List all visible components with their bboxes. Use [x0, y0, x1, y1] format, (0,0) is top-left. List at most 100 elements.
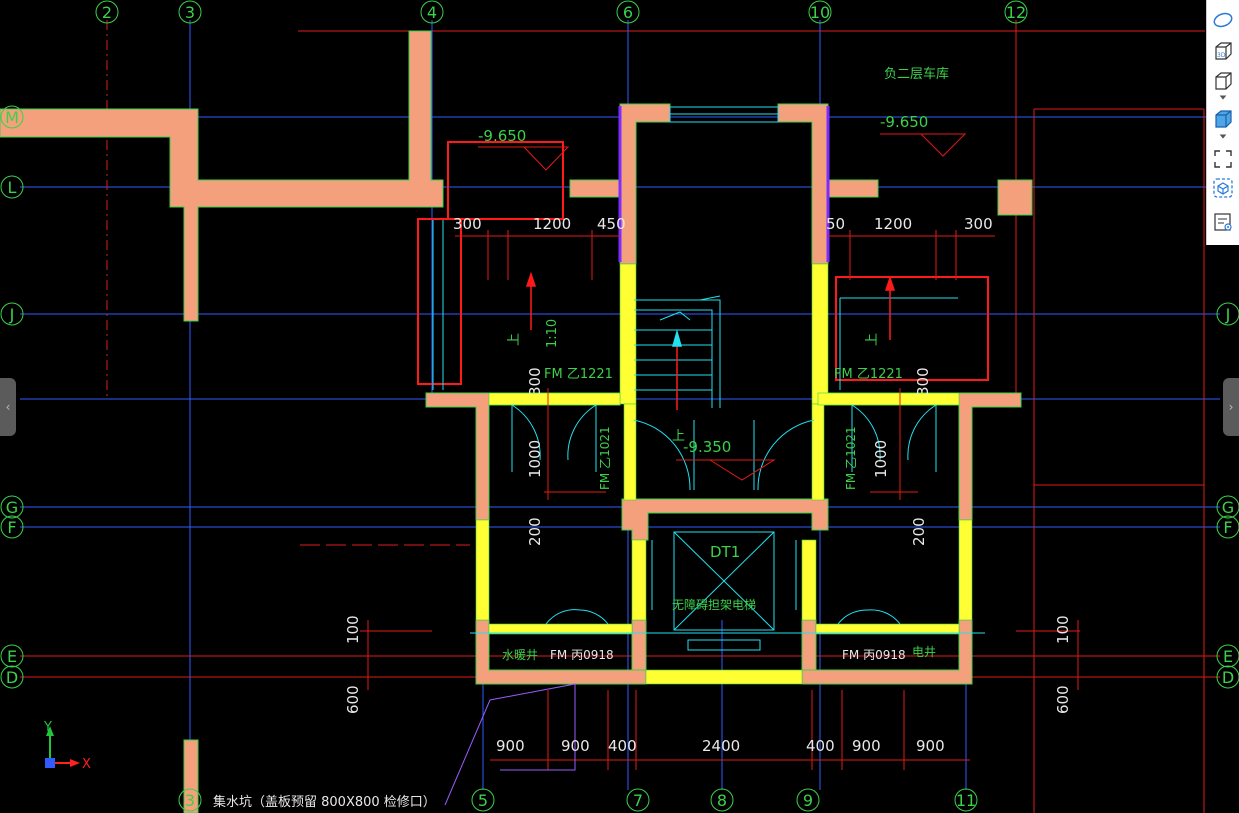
grid-label-right-D: D [1222, 668, 1234, 687]
view-toolbar: 3D [1206, 0, 1239, 245]
elevation-right: -9.650 [880, 113, 928, 131]
dim-v300-right: 300 [914, 367, 932, 396]
dim-50: 50 [826, 215, 845, 233]
zoom-extents-button[interactable] [1211, 148, 1235, 170]
view-cube-icon [1213, 178, 1233, 198]
dim-v100-left: 100 [344, 615, 362, 644]
grid-label-top-4: 4 [427, 3, 437, 22]
grid-label-top-6: 6 [623, 3, 633, 22]
grid-label-top-3: 3 [185, 3, 195, 22]
chevron-down-icon [1219, 95, 1227, 100]
ucs-axis-icon [45, 726, 80, 768]
right-panel-handle[interactable]: › [1223, 378, 1239, 436]
grid-label-left-L: L [8, 178, 17, 197]
red-arrows [525, 271, 896, 410]
dim-b900-1: 900 [496, 737, 525, 755]
dimension-lines [360, 230, 1080, 770]
grid-label-bottom-7: 7 [633, 791, 643, 810]
svg-text:3D: 3D [1217, 52, 1226, 59]
dim-v1000-right: 1000 [872, 440, 890, 478]
orbit-button[interactable] [1211, 8, 1235, 30]
zoom-extents-icon [1214, 150, 1232, 168]
view-cube-button[interactable] [1211, 177, 1235, 199]
dim-1200-left: 1200 [533, 215, 571, 233]
dim-b400-1: 400 [608, 737, 637, 755]
dim-v300-left: 300 [526, 367, 544, 396]
elevator-name: 无障碍担架电梯 [672, 597, 756, 612]
purple-leader [444, 683, 576, 806]
view-3d-icon: 3D [1215, 42, 1232, 60]
door-right-side: FM 乙1021 [844, 426, 858, 490]
grid-label-right-J: J [1225, 305, 1231, 324]
grid-label-top-12: 12 [1006, 3, 1026, 22]
axis-x-label: X [82, 757, 91, 772]
door-right-small: FM 丙0918 [842, 648, 906, 662]
shaded-cube-icon [1215, 110, 1232, 128]
grid-label-bottom-11: 11 [956, 791, 976, 810]
axis-y-label: Y [43, 720, 52, 735]
grid-label-bottom-5: 5 [478, 791, 488, 810]
shaft-left-label: 水暖井 [502, 648, 538, 662]
door-left-side: FM 乙1021 [598, 426, 612, 490]
grid-label-left-E: E [7, 647, 17, 666]
dim-v200-right: 200 [910, 517, 928, 546]
grid-label-right-F: F [1223, 518, 1232, 537]
cube-view-dropdown[interactable] [1211, 92, 1235, 104]
sump-note: 集水坑（盖板预留 800X800 检修口） [213, 794, 436, 810]
grid-label-top-10: 10 [810, 3, 830, 22]
grid-label-left-G: G [6, 498, 18, 517]
dim-v600-right: 600 [1054, 685, 1072, 714]
walls [0, 30, 1033, 813]
dim-300-left: 300 [453, 215, 482, 233]
dim-450: 450 [597, 215, 626, 233]
yellow-walls [475, 263, 973, 685]
grid-lines-red [20, 20, 1220, 813]
dim-1200-right: 1200 [874, 215, 912, 233]
cube-view-icon [1215, 72, 1232, 90]
dim-v1000-left: 1000 [526, 440, 544, 478]
grid-label-right-G: G [1222, 498, 1234, 517]
view-3d-button[interactable]: 3D [1211, 40, 1235, 62]
dim-v100-right: 100 [1054, 615, 1072, 644]
elevator-code: DT1 [710, 543, 740, 561]
cube-view-button[interactable] [1211, 70, 1235, 92]
red-rectangles [417, 141, 989, 385]
up-mark-left: 上 [507, 333, 522, 346]
grid-label-left-M: M [5, 108, 19, 127]
shaded-cube-dropdown[interactable] [1211, 131, 1235, 143]
orbit-icon [1213, 12, 1233, 28]
grid-label-right-E: E [1223, 647, 1233, 666]
grid-label-left-F: F [7, 518, 16, 537]
grid-label-left-J: J [9, 305, 15, 324]
cyan-lines [432, 106, 985, 651]
dim-b900-3: 900 [852, 737, 881, 755]
elevation-markers [478, 133, 967, 481]
layer-properties-button[interactable] [1211, 211, 1235, 233]
layer-properties-icon [1214, 213, 1232, 231]
dim-b900-4: 900 [916, 737, 945, 755]
grid-label-top-2: 2 [102, 3, 112, 22]
door-right-main: FM 乙1221 [834, 367, 903, 382]
dim-300-right: 300 [964, 215, 993, 233]
grid-label-bottom-8: 8 [717, 791, 727, 810]
grid-label-left-D: D [6, 668, 18, 687]
slope-label: 1:10 [545, 319, 560, 348]
dim-v200-left: 200 [526, 517, 544, 546]
garage-label: 负二层车库 [884, 66, 949, 82]
dim-b400-2: 400 [806, 737, 835, 755]
up-mark-stair: 上 [672, 429, 685, 444]
left-panel-handle[interactable]: ‹ [0, 378, 16, 436]
shaded-cube-button[interactable] [1211, 108, 1235, 130]
elevation-mid: -9.350 [683, 438, 731, 456]
grid-label-bottom-3: 3 [185, 791, 195, 810]
dim-b2400: 2400 [702, 737, 740, 755]
dim-v600-left: 600 [344, 685, 362, 714]
elevation-left: -9.650 [478, 127, 526, 145]
door-left-small: FM 丙0918 [550, 648, 614, 662]
shaft-right-label: 电井 [912, 645, 936, 659]
door-left-main: FM 乙1221 [544, 367, 613, 382]
chevron-down-icon [1219, 134, 1227, 139]
dim-b900-2: 900 [561, 737, 590, 755]
